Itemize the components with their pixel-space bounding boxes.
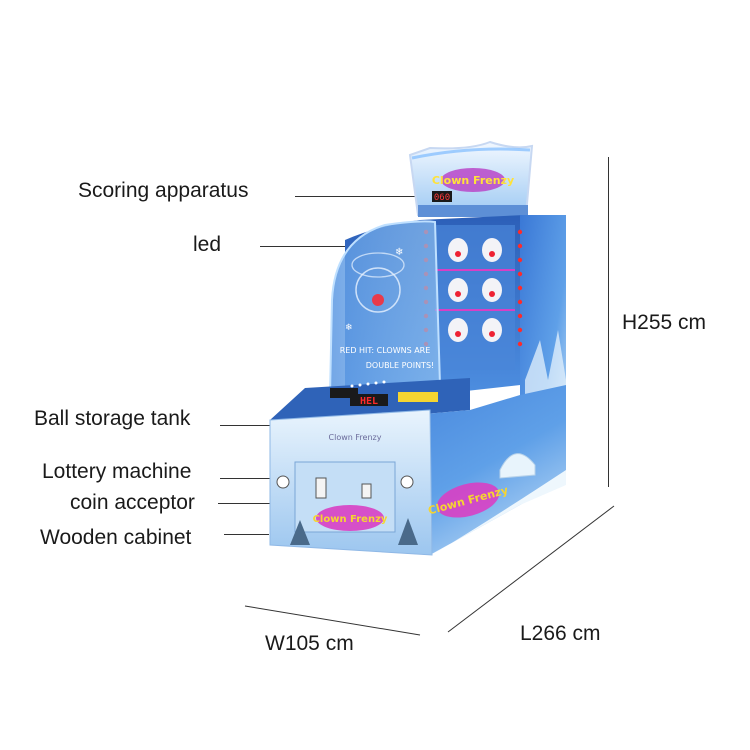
front-logo-text: Clown Frenzy <box>313 514 388 525</box>
panel-display: HEL <box>360 396 378 407</box>
front-cabinet: Clown Frenzy Clown Frenzy Clown Frenzy <box>269 385 566 556</box>
width-dimension-line <box>244 605 421 636</box>
length-dimension-label: L266 cm <box>520 622 601 645</box>
length-dimension-line <box>447 505 615 633</box>
clown-targets <box>435 225 515 370</box>
label-scoring-apparatus: Scoring apparatus <box>78 179 249 202</box>
label-led: led <box>193 233 222 256</box>
lottery-ticket-slot <box>315 477 327 499</box>
height-dimension-label: H255 cm <box>622 311 707 334</box>
curved-glass-panel: RED HIT: CLOWNS ARE DOUBLE POINTS! ❄ ❄ <box>328 220 442 397</box>
marquee: Clown Frenzy 060 <box>408 140 534 217</box>
width-dimension-label: W105 cm <box>265 632 354 655</box>
leader-cabinet <box>224 534 269 535</box>
speaker-right-icon <box>400 475 414 489</box>
front-small-logo: Clown Frenzy <box>329 433 382 442</box>
leader-ball-tank <box>220 425 295 426</box>
glass-text-line2: DOUBLE POINTS! <box>366 361 435 370</box>
led-strip-right <box>517 229 523 347</box>
glass-text-line1: RED HIT: CLOWNS ARE <box>340 346 431 355</box>
leader-scoring <box>295 196 427 197</box>
tree-decoration <box>398 518 418 545</box>
label-ball-storage-tank: Ball storage tank <box>34 407 191 430</box>
snowflake-icon: ❄ <box>395 247 403 258</box>
igloo-decoration <box>499 453 536 479</box>
marquee-logo-text: Clown Frenzy <box>432 174 514 187</box>
label-wooden-cabinet: Wooden cabinet <box>40 526 192 549</box>
tree-decoration <box>290 520 310 545</box>
snowflake-icon: ❄ <box>345 322 353 332</box>
speaker-left-icon <box>276 475 290 489</box>
score-display: 060 <box>434 193 450 203</box>
label-lottery-machine: Lottery machine <box>42 460 192 483</box>
label-coin-acceptor: coin acceptor <box>70 491 195 514</box>
height-dimension-line <box>608 157 609 487</box>
coin-slot <box>361 483 372 499</box>
leader-led <box>260 246 350 247</box>
